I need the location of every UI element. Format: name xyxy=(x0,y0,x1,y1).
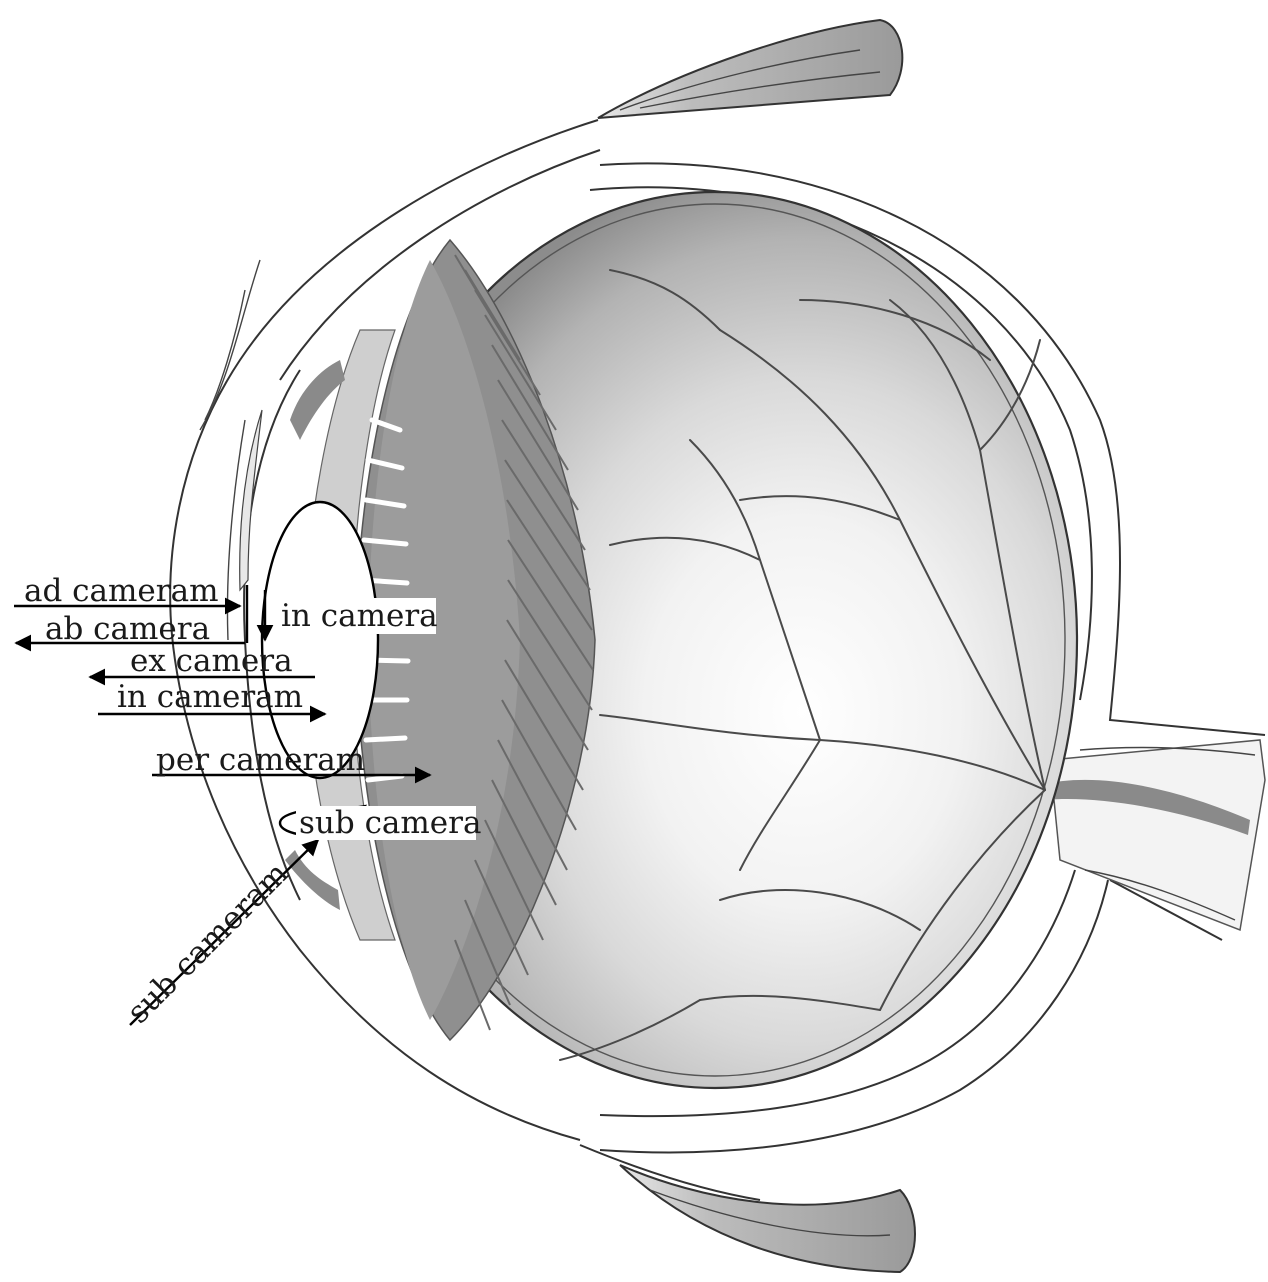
label-per-cameram: per cameram xyxy=(156,742,365,778)
label-in-camera: in camera xyxy=(281,598,438,634)
optic-nerve xyxy=(1040,740,1265,930)
lower-muscle xyxy=(620,1165,915,1272)
label-sub-camera: sub camera xyxy=(299,805,481,841)
label-in-cameram: in cameram xyxy=(117,679,303,715)
label-sub-cameram: sub cameram xyxy=(120,855,295,1030)
lens xyxy=(262,502,378,778)
label-ex-camera: ex camera xyxy=(130,643,293,679)
label-ad-cameram: ad cameram xyxy=(24,573,218,609)
label-ab-camera: ab camera xyxy=(45,611,210,647)
upper-muscle xyxy=(598,20,902,118)
